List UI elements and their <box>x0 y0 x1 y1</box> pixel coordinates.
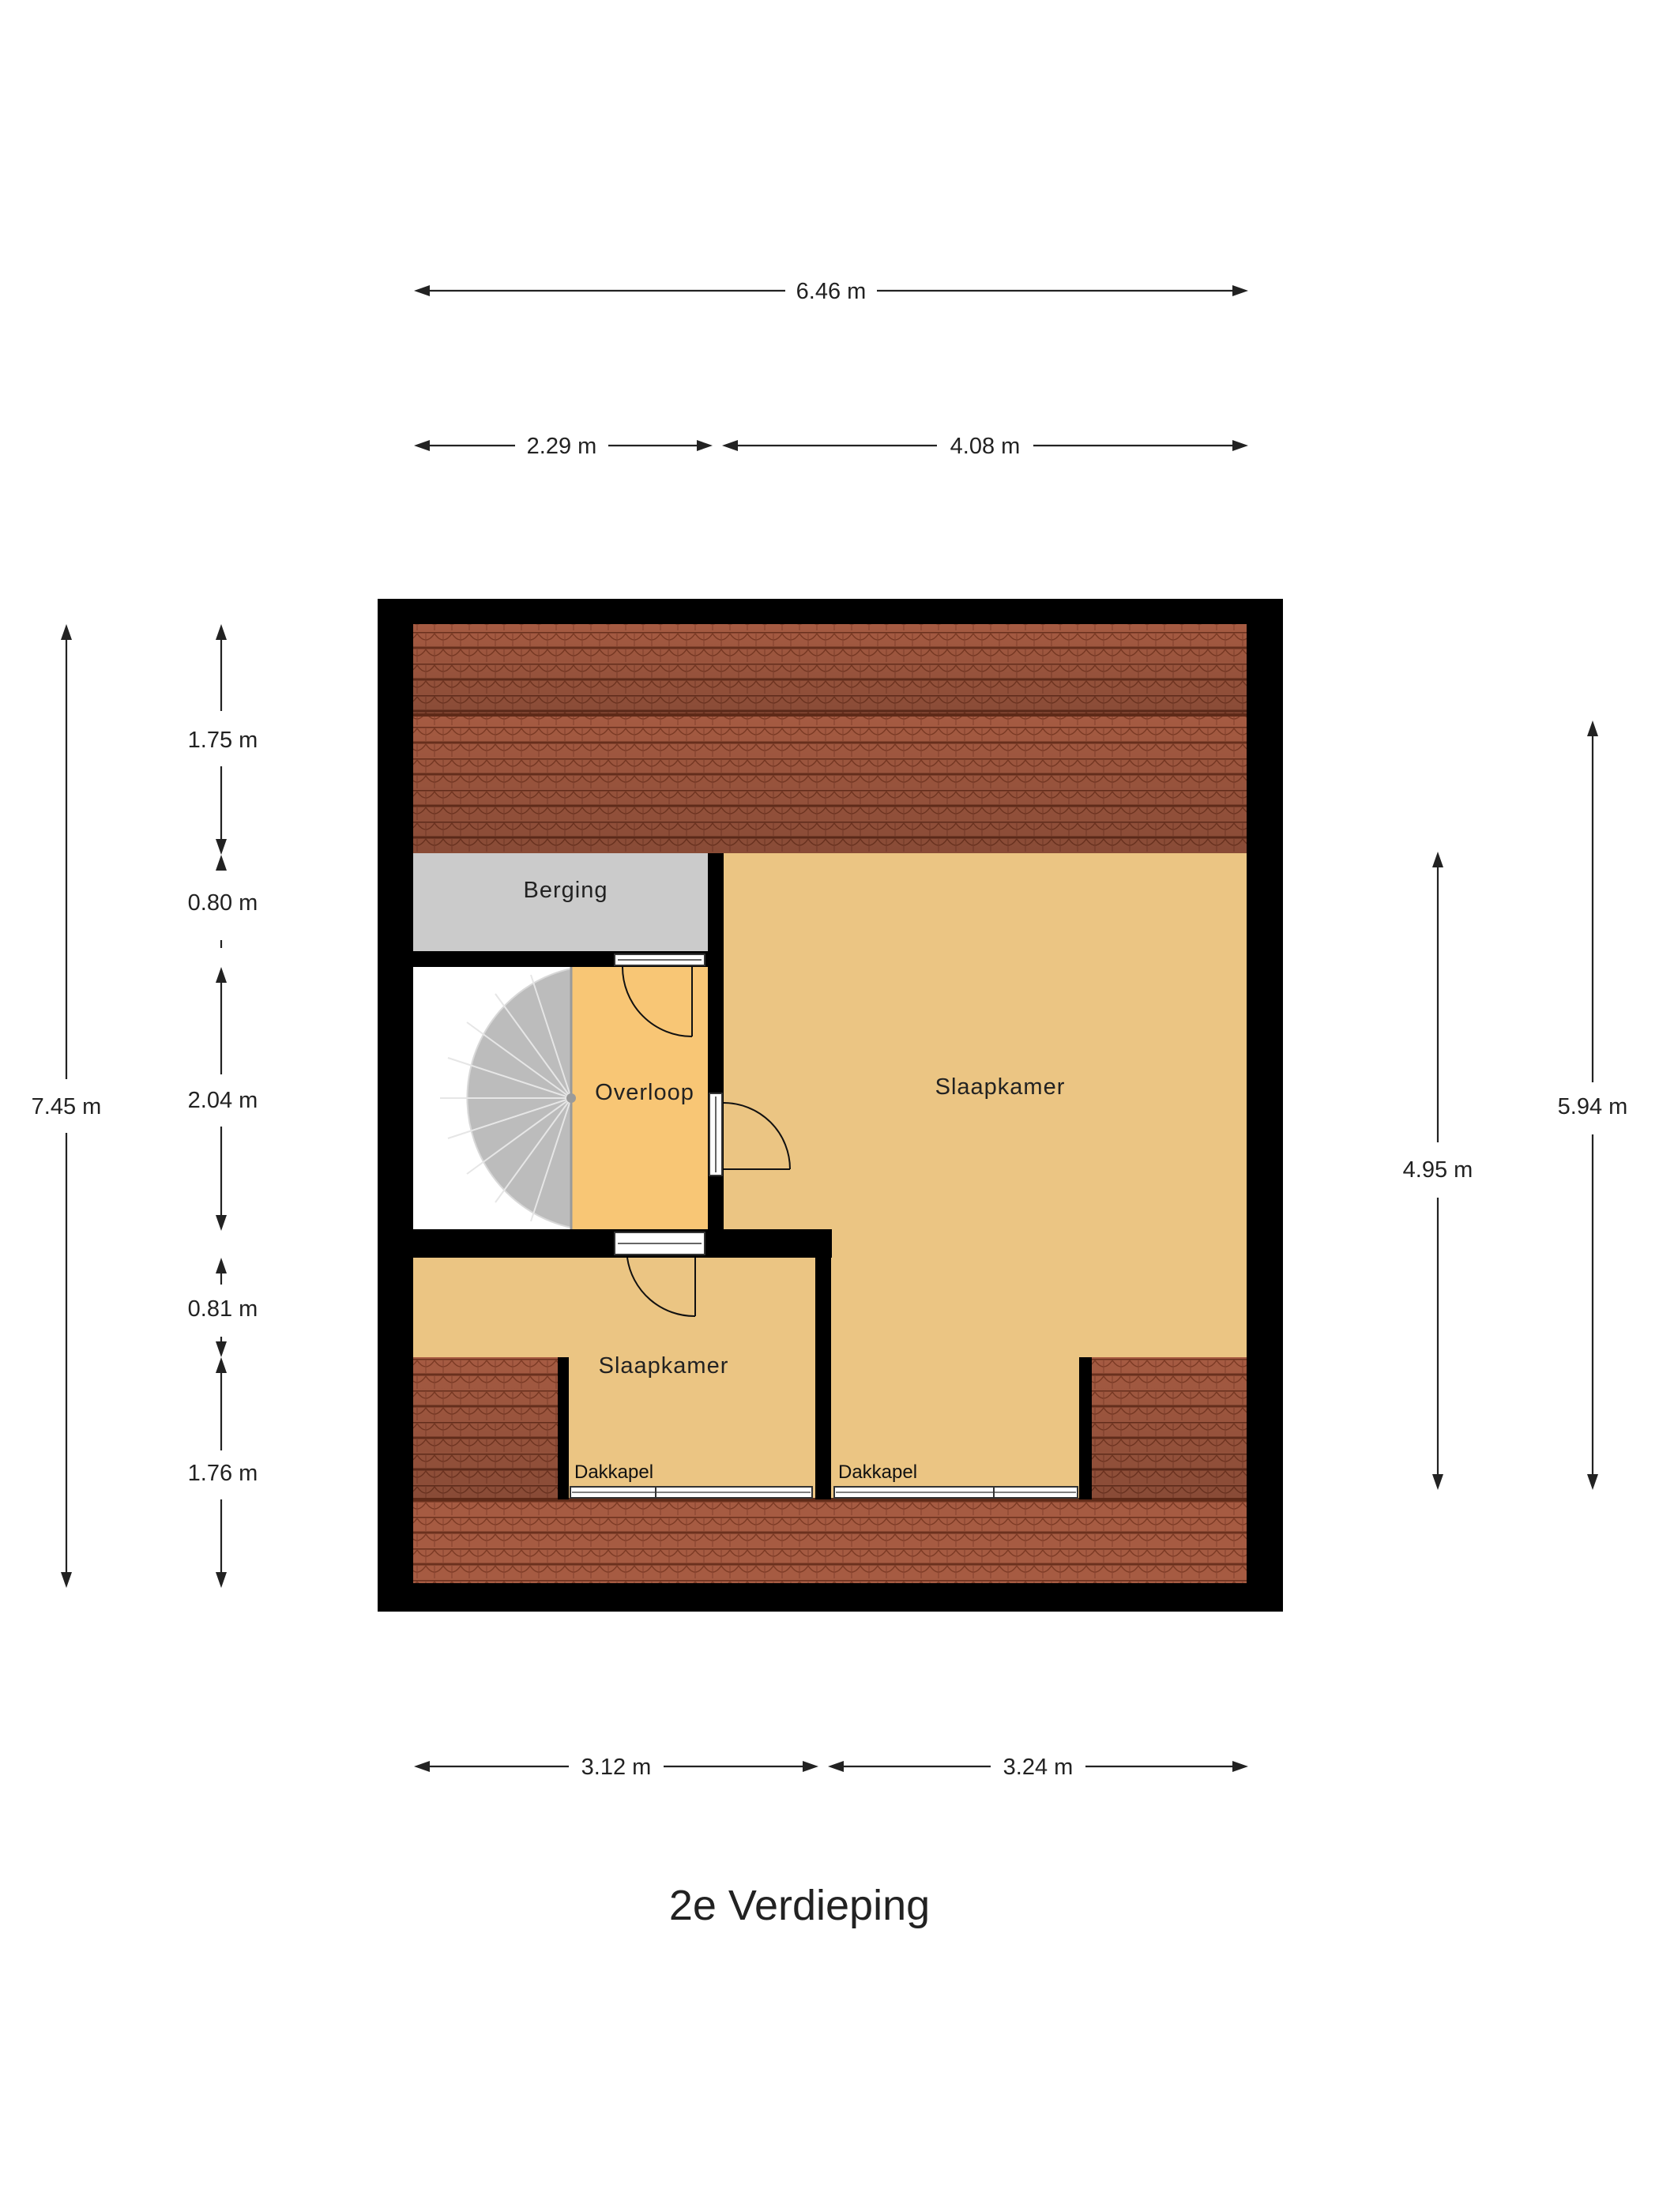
dim-bottom-left: 3.12 m <box>414 1755 818 1780</box>
dim-top-right-label: 4.08 m <box>950 434 1021 459</box>
dim-left-seg1-label: 1.75 m <box>188 728 258 753</box>
label-overloop: Overloop <box>595 1080 694 1105</box>
dim-left-seg4-label: 0.81 m <box>188 1296 258 1322</box>
windows <box>570 1486 1078 1499</box>
slaapkamer-large-room <box>724 853 1247 1498</box>
spiral-stair <box>440 967 576 1229</box>
dim-top-left: 2.29 m <box>414 434 713 459</box>
dim-top-total-label: 6.46 m <box>796 279 867 304</box>
label-berging: Berging <box>524 878 608 903</box>
dim-left-seg3-label: 2.04 m <box>188 1088 258 1113</box>
label-dakkapel-left: Dakkapel <box>574 1462 653 1483</box>
dim-bottom-right: 3.24 m <box>828 1755 1248 1780</box>
dim-right-outer: 5.94 m <box>1558 720 1628 1490</box>
doors <box>614 954 791 1318</box>
dim-right-inner-label: 4.95 m <box>1403 1157 1473 1183</box>
dim-left-total: 7.45 m <box>32 624 102 1588</box>
dim-left-seg2-label: 0.80 m <box>188 890 258 916</box>
label-slaapkamer-large: Slaapkamer <box>935 1074 1066 1100</box>
dim-top-total: 6.46 m <box>414 279 1248 304</box>
label-dakkapel-right: Dakkapel <box>838 1462 917 1483</box>
dim-right-outer-label: 5.94 m <box>1558 1094 1628 1119</box>
overloop-room <box>571 967 708 1229</box>
label-slaapkamer-small: Slaapkamer <box>599 1353 729 1379</box>
slaapkamer-small-room <box>413 1258 815 1498</box>
dim-left-segments: 1.75 m 0.80 m 2.04 m 0.81 m 1.76 m <box>188 624 258 1588</box>
dim-left-total-label: 7.45 m <box>32 1094 102 1119</box>
dim-bottom-right-label: 3.24 m <box>1003 1755 1074 1780</box>
floor-title: 2e Verdieping <box>669 1882 930 1929</box>
berging-room <box>413 853 708 951</box>
dim-top-right: 4.08 m <box>722 434 1248 459</box>
building: Berging Overloop Slaapkamer Slaapkamer D… <box>378 599 1283 1612</box>
dim-bottom-left-label: 3.12 m <box>581 1755 652 1780</box>
dim-right-inner: 4.95 m <box>1403 852 1473 1490</box>
dim-top-left-label: 2.29 m <box>527 434 597 459</box>
dim-left-seg5-label: 1.76 m <box>188 1461 258 1486</box>
